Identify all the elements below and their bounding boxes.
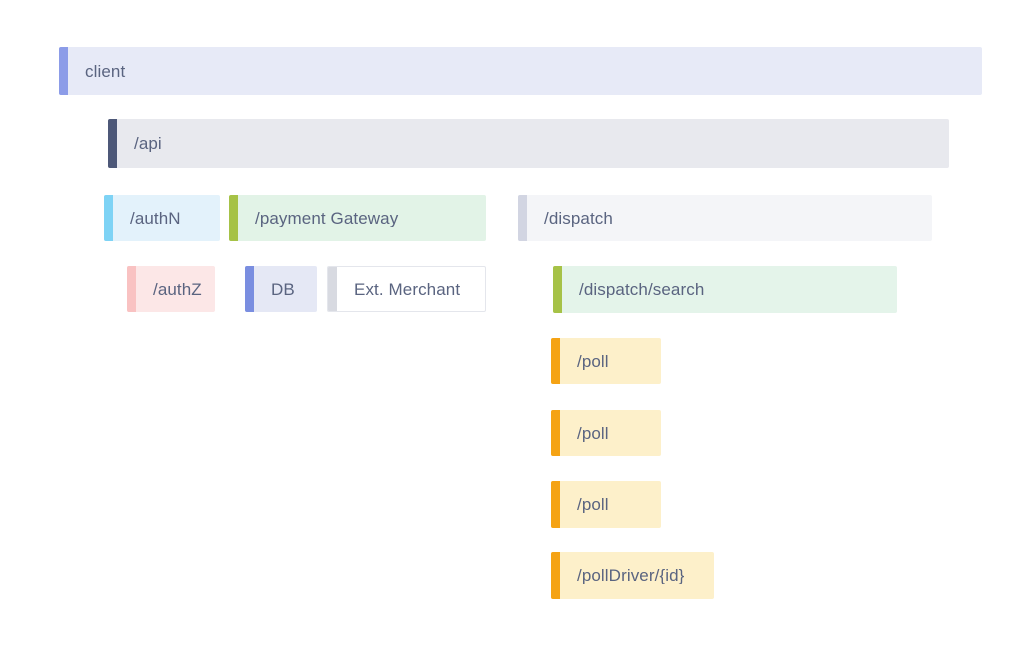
span-label-authz: /authZ xyxy=(153,280,202,298)
span-accent-authz xyxy=(127,266,136,312)
span-bar-dispatch[interactable]: /dispatch xyxy=(518,195,932,241)
span-bar-poll-3[interactable]: /poll xyxy=(551,481,661,528)
span-accent-authn xyxy=(104,195,113,241)
span-bar-db[interactable]: DB xyxy=(245,266,317,312)
span-bar-dispatch-search[interactable]: /dispatch/search xyxy=(553,266,897,313)
span-accent-dispatch-search xyxy=(553,266,562,313)
span-accent-client xyxy=(59,47,68,95)
span-accent-db xyxy=(245,266,254,312)
span-label-api: /api xyxy=(134,135,162,152)
span-label-payment-gateway: /payment Gateway xyxy=(255,209,399,227)
span-label-db: DB xyxy=(271,280,295,298)
span-bar-api[interactable]: /api xyxy=(108,119,949,168)
span-bar-poll-2[interactable]: /poll xyxy=(551,410,661,456)
span-bar-client[interactable]: client xyxy=(59,47,982,95)
span-label-poll-1: /poll xyxy=(577,352,609,370)
span-accent-poll-1 xyxy=(551,338,560,384)
span-label-poll-2: /poll xyxy=(577,424,609,442)
span-bar-authn[interactable]: /authN xyxy=(104,195,220,241)
span-accent-poll-3 xyxy=(551,481,560,528)
span-bar-poll-driver[interactable]: /pollDriver/{id} xyxy=(551,552,714,599)
span-bar-payment-gateway[interactable]: /payment Gateway xyxy=(229,195,486,241)
span-bar-authz[interactable]: /authZ xyxy=(127,266,215,312)
span-bar-poll-1[interactable]: /poll xyxy=(551,338,661,384)
span-accent-payment-gateway xyxy=(229,195,238,241)
span-label-authn: /authN xyxy=(130,209,181,227)
span-accent-api xyxy=(108,119,117,168)
span-accent-dispatch xyxy=(518,195,527,241)
span-label-poll-3: /poll xyxy=(577,496,609,513)
span-label-client: client xyxy=(85,62,126,80)
span-accent-poll-driver xyxy=(551,552,560,599)
span-label-dispatch-search: /dispatch/search xyxy=(579,281,705,298)
span-label-poll-driver: /pollDriver/{id} xyxy=(577,567,685,584)
span-accent-ext-merchant xyxy=(328,267,337,311)
span-label-dispatch: /dispatch xyxy=(544,209,613,227)
span-bar-ext-merchant[interactable]: Ext. Merchant xyxy=(327,266,486,312)
span-label-ext-merchant: Ext. Merchant xyxy=(354,280,461,298)
span-accent-poll-2 xyxy=(551,410,560,456)
